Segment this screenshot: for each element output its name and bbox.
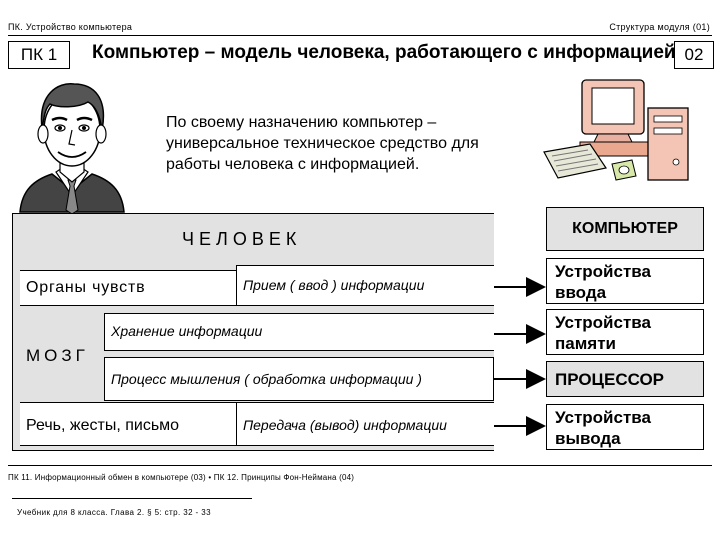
- input-devices-box: Устройства ввода: [546, 258, 704, 304]
- computer-illustration: [543, 79, 689, 181]
- footer-divider-short: [12, 498, 252, 499]
- man-illustration: [19, 83, 125, 214]
- header-divider: [8, 35, 712, 36]
- input-info-label: Прием ( ввод ) информации: [236, 265, 494, 306]
- intro-text: По своему назначению компьютер – универс…: [166, 114, 479, 173]
- slide-title: Компьютер – модель человека, работающего…: [92, 42, 676, 63]
- speech-label: Речь, жесты, письмо: [20, 402, 236, 446]
- output-info-label: Передача (вывод) информации: [236, 402, 494, 446]
- processor-box: ПРОЦЕССОР: [546, 361, 704, 397]
- output-devices-box: Устройства вывода: [546, 404, 704, 450]
- textbook-reference: Учебник для 8 класса. Глава 2. § 5: стр.…: [17, 508, 211, 517]
- computer-title: КОМПЬЮТЕР: [546, 207, 704, 251]
- processing-info-label: Процесс мышления ( обработка информации …: [104, 357, 494, 401]
- memory-devices-box: Устройства памяти: [546, 309, 704, 355]
- human-title: ЧЕЛОВЕК: [182, 229, 302, 249]
- slide-code: ПК 1: [8, 41, 70, 69]
- header-course-title: ПК. Устройство компьютера: [8, 22, 133, 32]
- footer-divider: [8, 465, 712, 466]
- storage-info-label: Хранение информации: [104, 313, 494, 351]
- slide-number: 02: [674, 41, 714, 69]
- related-topics-link[interactable]: ПК 11. Информационный обмен в компьютере…: [8, 473, 355, 482]
- sense-organs-label: Органы чувств: [20, 270, 236, 306]
- brain-label: МОЗГ: [26, 346, 89, 365]
- header-module-structure: Структура модуля (01): [609, 22, 710, 32]
